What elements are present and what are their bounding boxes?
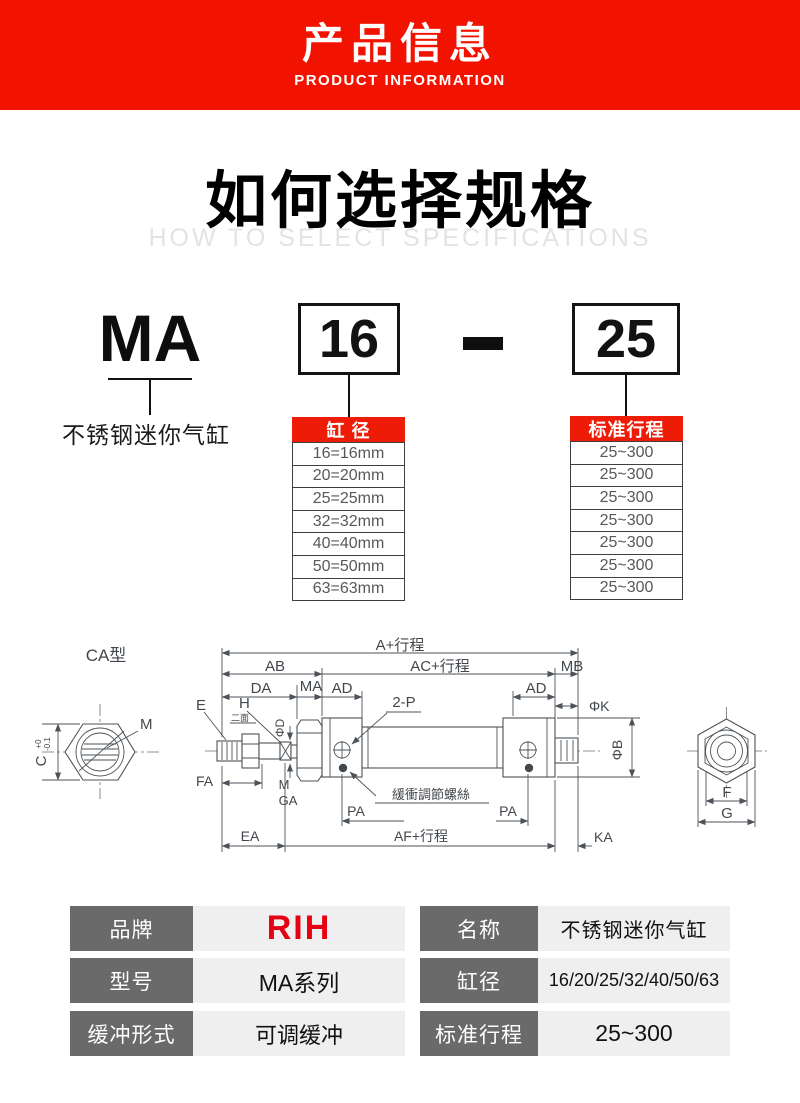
stroke-connector-line [625,375,627,416]
spec-value-name: 不锈钢迷你气缸 [538,906,730,951]
dim-ea-label: EA [241,828,260,844]
side-view [205,717,600,782]
stroke-code-box: 25 [572,303,680,375]
stroke-table: 标准行程 25~300 25~300 25~300 25~300 25~300 … [570,416,683,601]
banner-subtitle: PRODUCT INFORMATION [294,71,506,89]
dim-g-label: G [721,805,733,822]
bore-table-header: 缸 径 [292,417,405,443]
table-row: 25~300 [570,463,683,488]
spec-label-bore: 缸径 [420,958,538,1003]
dim-pa-right-label: PA [499,803,517,819]
dim-fa-label: FA [196,773,214,789]
table-row: 25=25mm [292,487,405,511]
spec-value-cushion: 可调缓冲 [193,1011,405,1056]
table-row: 40=40mm [292,532,405,556]
dim-phik-label: ΦK [589,698,610,714]
spec-value-bore: 16/20/25/32/40/50/63 [538,958,730,1003]
dim-m-hex-label: M [140,716,153,733]
flats-note: 二面 [231,713,249,723]
dim-mb-label: MB [561,658,584,675]
dim-a-label: A+行程 [376,637,425,654]
spec-value-model: MA系列 [193,958,405,1003]
dim-h-label: H [239,695,250,712]
dim-ad-left-label: AD [332,680,353,697]
extension-lines [221,648,640,852]
dim-f-label: F [722,784,731,801]
dim-e-label: E [196,697,206,714]
spec-row-2: 型号 MA系列 缸径 16/20/25/32/40/50/63 [0,958,800,1003]
cushion-note: 緩衝調節螺絲 [392,787,470,802]
spec-label-cushion: 缓冲形式 [70,1011,193,1056]
table-row: 25~300 [570,553,683,578]
spec-value-brand: RIH [193,906,405,951]
table-row: 25~300 [570,486,683,510]
dim-af-label: AF+行程 [394,828,448,844]
table-row: 25~300 [570,531,683,555]
dim-phid-label: ΦD [273,719,287,738]
bore-code-box: 16 [298,303,400,375]
technical-drawing: CA型 M C +0 -0.1 [33,637,767,852]
dim-ga-label: GA [279,793,298,808]
banner-title: 产品信息 [301,20,498,68]
table-row: 20=20mm [292,464,405,489]
table-row: 25~300 [570,441,683,465]
spec-label-stroke: 标准行程 [420,1011,538,1056]
front-hex-view: M C +0 -0.1 [33,704,160,799]
table-row: 32=32mm [292,509,405,534]
dim-c-tol-plus: +0 [34,739,43,749]
prefix-connector-line [149,378,151,415]
banner: 产品信息 PRODUCT INFORMATION [0,0,800,110]
table-row: 16=16mm [292,442,405,466]
cushion-screw-rear [524,763,534,773]
model-separator-dash [463,337,503,350]
dim-ad-right-label: AD [526,680,547,697]
spec-label-name: 名称 [420,906,538,951]
dim-2p-label: 2-P [392,694,415,711]
section-subtitle: HOW TO SELECT SPECIFICATIONS [148,224,652,252]
dim-ab-label: AB [265,658,285,675]
model-prefix: MA [98,301,202,375]
bore-connector-line [348,375,350,417]
table-row: 25~300 [570,576,683,601]
table-row: 50=50mm [292,554,405,579]
section-title: 如何选择规格 [204,167,595,236]
variant-label: CA型 [86,646,127,665]
cushion-screw-front [338,763,348,773]
bore-table: 缸 径 16=16mm 20=20mm 25=25mm 32=32mm 40=4… [292,417,405,602]
dim-c-label: C [33,755,50,766]
dim-m-rod-label: M [279,777,290,792]
spec-row-1: 品牌 RIH 名称 不锈钢迷你气缸 [0,906,800,951]
dim-pa-left-label: PA [347,803,365,819]
dim-ma-label: MA [300,678,323,695]
dimension-lines: A+行程 AB AC+行程 MB DA MA AD AD ΦK ΦB ΦD E … [196,637,636,850]
spec-label-model: 型号 [70,958,193,1003]
table-row: 25~300 [570,508,683,533]
spec-value-stroke: 25~300 [538,1011,730,1056]
dim-phib-label: ΦB [609,740,625,761]
rear-hex-view: F G [687,707,767,827]
spec-row-3: 缓冲形式 可调缓冲 标准行程 25~300 [0,1011,800,1056]
dim-c-tol-minus: -0.1 [43,737,52,751]
table-row: 63=63mm [292,577,405,602]
stroke-table-header: 标准行程 [570,416,683,442]
dim-ac-label: AC+行程 [410,658,470,675]
dim-da-label: DA [251,680,272,697]
dim-ka-label: KA [594,829,613,845]
model-prefix-note: 不锈钢迷你气缸 [62,422,230,448]
spec-label-brand: 品牌 [70,906,193,951]
